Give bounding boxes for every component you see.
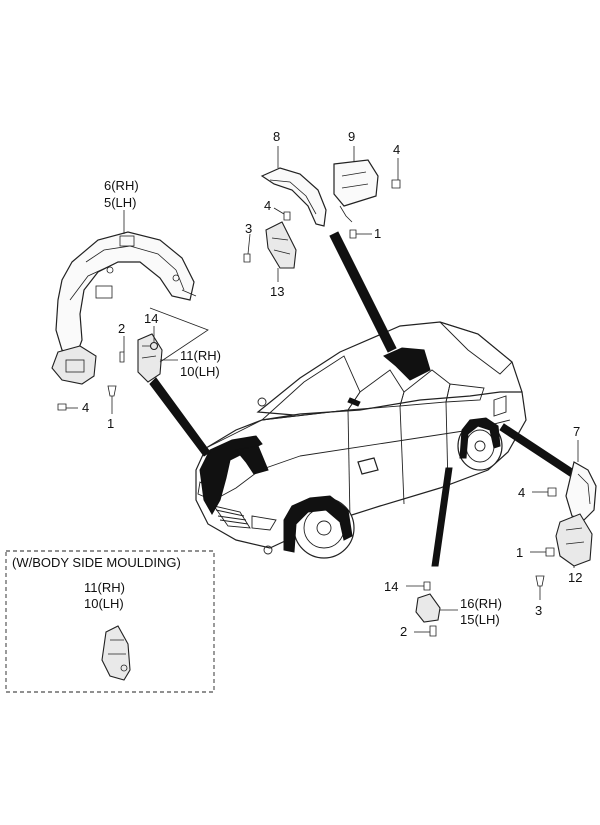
front-fasteners (57, 341, 159, 411)
leader-wedges (149, 231, 581, 567)
inset-labels: (W/BODY SIDE MOULDING) 11(RH) 10(LH) (12, 555, 181, 611)
callout-1-top: 1 (374, 226, 381, 241)
callout-4-left: 4 (82, 400, 89, 415)
callout-12: 12 (568, 570, 582, 585)
cowl-side-cover-8 (260, 167, 327, 227)
highlight-rear-liner (459, 417, 501, 459)
highlight-front-liner (199, 435, 353, 553)
callout-1-right: 1 (516, 545, 523, 560)
callout-3-top: 3 (245, 221, 252, 236)
callout-9: 9 (348, 129, 355, 144)
car-body (195, 321, 527, 555)
callout-labels: 6(RH) 5(LH) 14 2 11(RH) 10(LH) 4 1 8 9 4… (82, 129, 582, 639)
inset-title: (W/BODY SIDE MOULDING) (12, 555, 181, 570)
rear-mud-guard-12 (555, 513, 593, 567)
callout-7: 7 (573, 424, 580, 439)
callout-5-lh: 5(LH) (104, 195, 137, 210)
rear-liner-7 (565, 461, 597, 521)
inset-callout-11-rh: 11(RH) (84, 580, 125, 595)
inset-callout-10-lh: 10(LH) (84, 596, 124, 611)
bracket-13 (265, 221, 297, 269)
inset-box (5, 550, 215, 693)
front-wheel-guard-part (51, 231, 197, 385)
callout-14: 14 (144, 311, 158, 326)
callout-14-bottom: 14 (384, 579, 398, 594)
callout-11-rh: 11(RH) (180, 348, 221, 363)
front-mud-guard-part (137, 333, 163, 383)
callout-16-rh: 16(RH) (460, 596, 502, 611)
callout-8: 8 (273, 129, 280, 144)
top-group-leaders (247, 146, 399, 282)
callout-10-lh: 10(LH) (180, 364, 220, 379)
left-group-leaders (66, 210, 209, 414)
callout-3-right: 3 (535, 603, 542, 618)
callout-4-right: 4 (518, 485, 525, 500)
callout-2-bottom: 2 (400, 624, 407, 639)
callout-2: 2 (118, 321, 125, 336)
callout-13: 13 (270, 284, 284, 299)
cover-9 (333, 159, 379, 223)
right-group-leaders (530, 440, 579, 600)
callout-15-lh: 15(LH) (460, 612, 500, 627)
side-bracket-16 (415, 581, 441, 637)
bottom-group-leaders (406, 585, 458, 633)
callout-4-top-right: 4 (393, 142, 400, 157)
callout-6-rh: 6(RH) (104, 178, 139, 193)
right-fasteners (535, 487, 557, 587)
callout-4-top-left: 4 (264, 198, 271, 213)
highlight-cowl (383, 347, 431, 381)
callout-1-left: 1 (107, 416, 114, 431)
